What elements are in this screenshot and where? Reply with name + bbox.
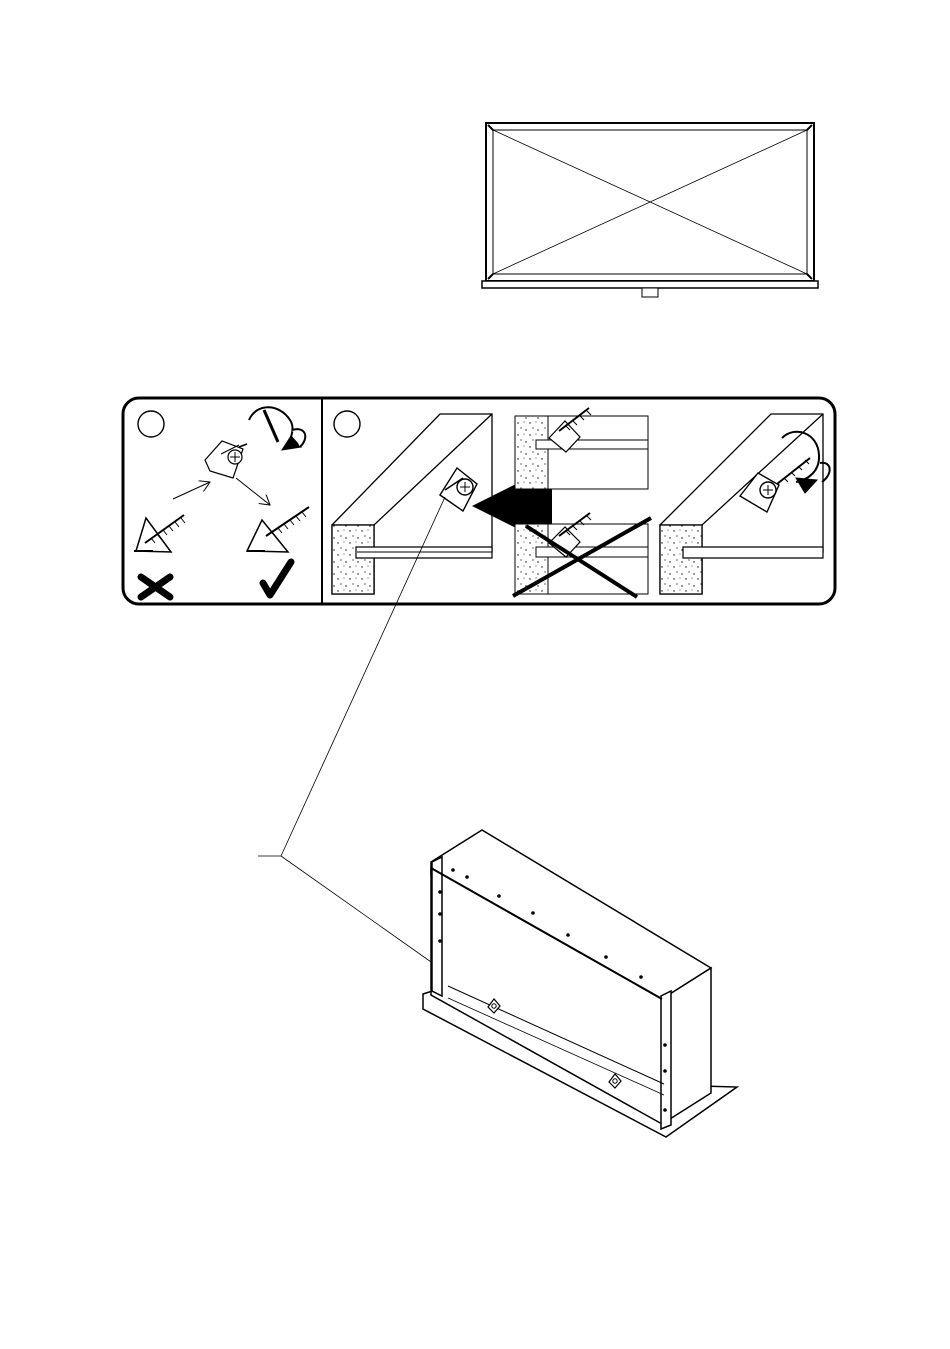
corner-mark-d [807, 274, 812, 279]
step-circle-2 [334, 411, 360, 437]
diagonal-check-frame [482, 123, 818, 297]
wrong-section-view [513, 513, 651, 597]
right-side-edge [661, 991, 671, 1129]
cabinet-assembly-view [423, 830, 737, 1137]
frame-foot [642, 288, 658, 297]
step-circle-1 [138, 411, 164, 437]
corner-mark-c [488, 274, 493, 279]
left-side-edge [432, 857, 442, 996]
frame-base [482, 281, 818, 288]
top-section-view [515, 408, 648, 489]
corner-mark-b [807, 125, 812, 130]
corner-mark-a [488, 125, 493, 130]
